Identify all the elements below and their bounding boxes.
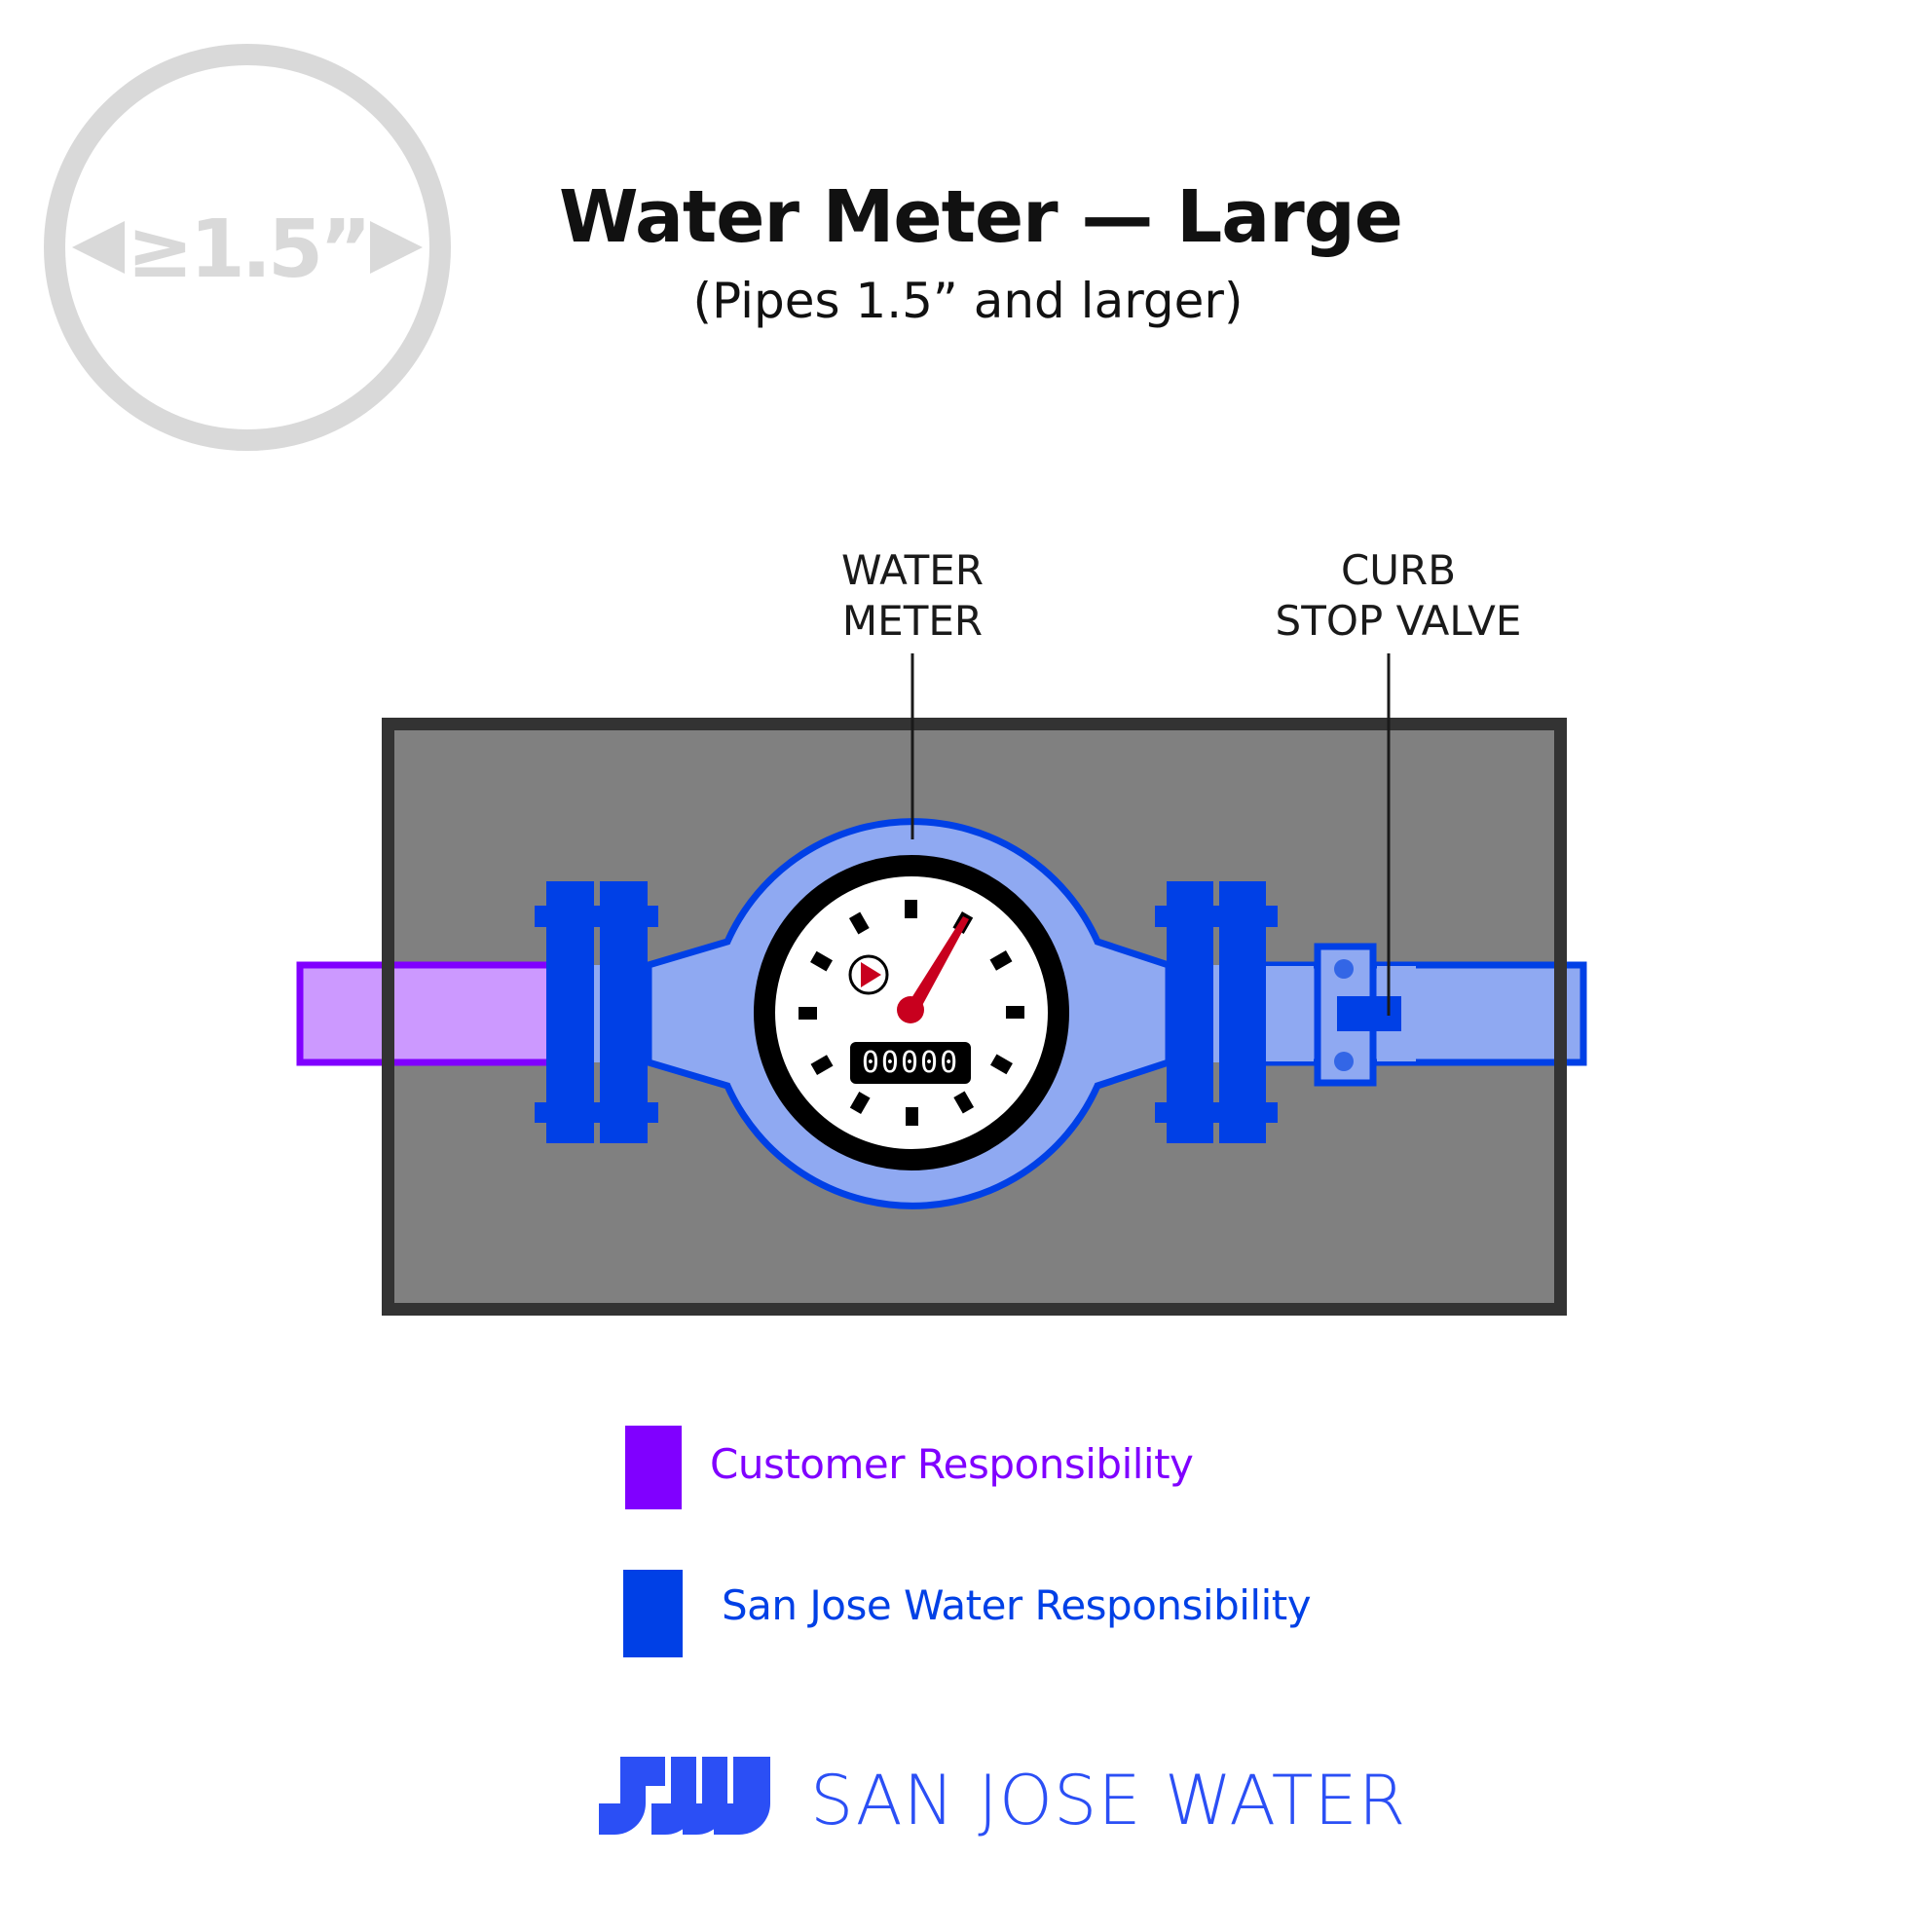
- legend-label-customer: Customer Responsibility: [710, 1440, 1194, 1488]
- sjw-logo-mark-icon: [599, 1757, 770, 1835]
- valve-handle: [1337, 996, 1401, 1031]
- curb-stop-valve: [1266, 943, 1416, 1087]
- valve-bolt-bottom: [1334, 1052, 1354, 1071]
- odometer-reading: 00000: [861, 1046, 960, 1080]
- triangle-left-icon: [72, 221, 125, 274]
- customer-pipe: [296, 961, 557, 1066]
- dial-ticks: [799, 900, 1024, 1126]
- triangle-right-icon: [370, 221, 423, 274]
- left-flange-pair: [535, 881, 658, 1143]
- flow-indicator-icon: [848, 954, 889, 995]
- legend-swatch-utility: [623, 1570, 683, 1657]
- pipe-size-badge: ≥1.5”: [43, 43, 452, 452]
- curb-stop-valve-label: CURB STOP VALVE: [1252, 545, 1544, 647]
- size-badge-text: ≥1.5”: [127, 204, 372, 296]
- size-badge-graphic: [44, 44, 451, 451]
- meter-vault-diagram: [296, 653, 1587, 1316]
- valve-bolt-top: [1334, 959, 1354, 979]
- water-meter-label: WATER METER: [815, 545, 1010, 647]
- page-subtitle: (Pipes 1.5” and larger): [692, 273, 1244, 329]
- odometer: [850, 1042, 971, 1084]
- company-name: SAN JOSE WATER: [810, 1761, 1407, 1840]
- meter-needle-icon: [897, 916, 969, 1023]
- water-meter-label-line1: WATER: [840, 546, 985, 594]
- legend-swatch-customer: [625, 1426, 682, 1509]
- meter-dial: [754, 855, 1069, 1170]
- legend-label-utility: San Jose Water Responsibility: [722, 1581, 1312, 1629]
- page-title: Water Meter — Large: [559, 175, 1403, 259]
- curb-stop-label-line1: CURB: [1340, 546, 1457, 594]
- curb-stop-label-line2: STOP VALVE: [1275, 597, 1522, 645]
- right-flange-pair: [1155, 881, 1278, 1143]
- water-meter-label-line2: METER: [841, 597, 984, 645]
- company-logo: [599, 1757, 774, 1835]
